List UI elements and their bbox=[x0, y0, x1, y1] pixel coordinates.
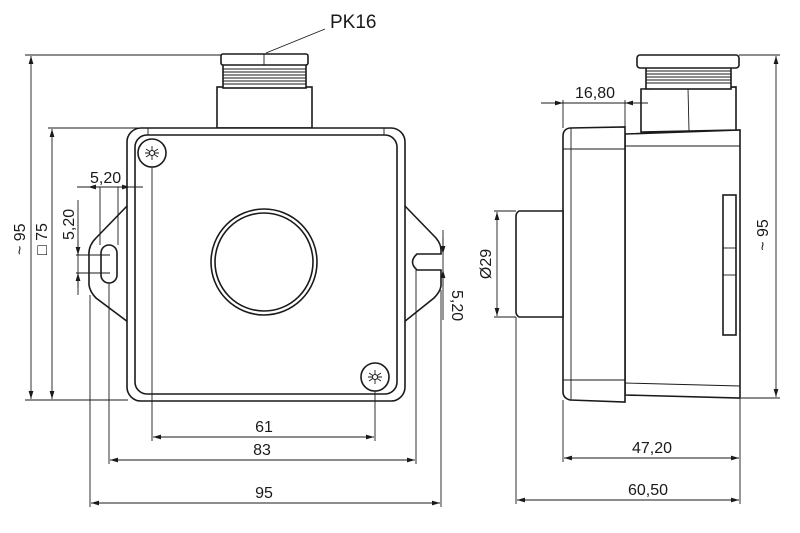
cable-gland-nut bbox=[220, 53, 309, 66]
cable-gland-label: PK16 bbox=[330, 12, 376, 33]
enclosure-body bbox=[126, 127, 406, 402]
dim-slot-width: 5,20 bbox=[90, 170, 121, 187]
dim-button-diameter: Ø29 bbox=[478, 249, 495, 279]
side-gland-nut bbox=[636, 54, 740, 69]
dim-front-width: 95 bbox=[255, 485, 273, 502]
side-push-button bbox=[515, 210, 564, 318]
side-view: 16,80 Ø29 ~ 95 47,20 60,50 bbox=[478, 54, 780, 504]
dim-front-height: ~ 95 bbox=[12, 223, 29, 255]
side-front-cover bbox=[562, 126, 626, 403]
side-clip bbox=[722, 194, 737, 336]
cable-gland-base bbox=[216, 86, 313, 129]
enclosure-lid bbox=[134, 134, 398, 395]
dim-body-depth: 47,20 bbox=[632, 440, 672, 457]
dim-side-height: ~ 95 bbox=[755, 219, 772, 251]
left-mounting-ear bbox=[88, 203, 129, 324]
dim-slot-height-left: 5,20 bbox=[61, 209, 78, 240]
front-view: PK16 ~ 95 □ 75 5,20 5,20 5,20 61 83 bbox=[12, 12, 465, 507]
right-mounting-ear bbox=[403, 203, 442, 324]
side-thread-lines bbox=[646, 70, 731, 84]
dim-slot-height-right: 5,20 bbox=[448, 290, 465, 321]
dim-gland-offset: 16,80 bbox=[575, 85, 615, 102]
dim-screw-spacing: 61 bbox=[255, 419, 273, 436]
dim-mounting-spacing: 83 bbox=[253, 442, 271, 459]
push-button bbox=[210, 208, 318, 316]
dim-box-size: □ 75 bbox=[34, 223, 51, 255]
thread-lines bbox=[223, 68, 306, 85]
dim-overall-depth: 60,50 bbox=[628, 482, 668, 499]
